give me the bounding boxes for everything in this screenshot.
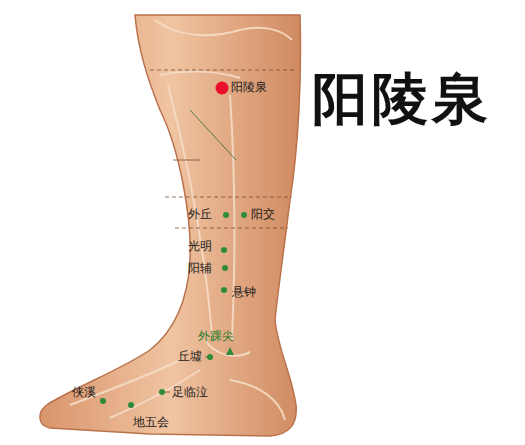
main-acupoint xyxy=(216,82,229,95)
acupoint-label: 地五会 xyxy=(133,416,169,429)
acupoint-label: 丘墟 xyxy=(178,350,202,363)
acupoint-label: 外踝尖 xyxy=(198,330,234,343)
acupoint-label: 阳交 xyxy=(251,208,275,221)
bone-lines xyxy=(70,20,292,420)
leg-outline xyxy=(40,15,301,436)
acupoint-label: 足临泣 xyxy=(172,386,208,399)
diagram-title: 阳陵泉 xyxy=(312,68,492,130)
acupoint-label: 阳辅 xyxy=(188,262,212,275)
acupoint-dots xyxy=(100,212,247,408)
acupoint-label: 侠溪 xyxy=(72,386,96,399)
acupoint-label: 光明 xyxy=(188,240,212,253)
ankle-marker xyxy=(226,347,234,355)
guide-lines xyxy=(100,70,296,400)
acupoint-label: 悬钟 xyxy=(232,286,256,299)
acupoint-label: 外丘 xyxy=(188,208,212,221)
acupoint-label: 阳陵泉 xyxy=(231,81,267,94)
